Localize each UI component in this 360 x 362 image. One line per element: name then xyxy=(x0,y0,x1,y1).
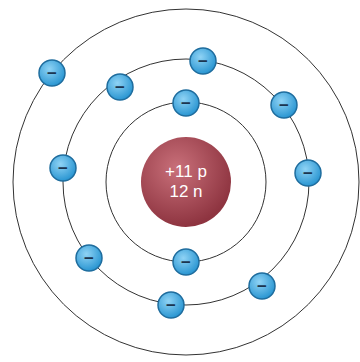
atom-label: − xyxy=(84,250,94,267)
inner-shell xyxy=(106,102,266,262)
atom-label: − xyxy=(115,79,125,96)
nucleus-circle: +11 p12 n xyxy=(141,137,231,227)
shape-fill xyxy=(107,74,133,100)
electron-circle: − xyxy=(248,272,276,300)
shape-fill xyxy=(141,137,231,227)
atom-label: 12 n xyxy=(169,182,202,202)
shape-fill xyxy=(249,273,275,299)
atom-label: − xyxy=(166,297,176,314)
shape-fill xyxy=(50,155,76,181)
outer-shell xyxy=(13,9,359,355)
electron-circle: − xyxy=(294,159,322,187)
atom-label: − xyxy=(47,65,57,82)
shape-fill xyxy=(158,292,184,318)
electron-circle: − xyxy=(157,291,185,319)
shape-fill xyxy=(173,249,199,275)
electron-circle: − xyxy=(270,91,298,119)
electron-circle: − xyxy=(75,244,103,272)
shape-fill xyxy=(39,60,65,86)
shape-fill xyxy=(190,48,216,74)
atom-label: − xyxy=(58,160,68,177)
electron-circle: − xyxy=(49,154,77,182)
shape-fill xyxy=(76,245,102,271)
electron-circle: − xyxy=(172,89,200,117)
electron-circle: − xyxy=(172,248,200,276)
atom-label: − xyxy=(198,53,208,70)
atom-label: − xyxy=(279,97,289,114)
electron-circle: − xyxy=(189,47,217,75)
shape-fill xyxy=(271,92,297,118)
atom-label: +11 p xyxy=(165,162,207,182)
shape-fill xyxy=(295,160,321,186)
shape-fill xyxy=(173,90,199,116)
atom-label: − xyxy=(181,254,191,271)
atom-label: − xyxy=(181,95,191,112)
electron-circle: − xyxy=(38,59,66,87)
atom-label: − xyxy=(303,165,313,182)
middle-shell xyxy=(63,59,309,305)
atom-label: − xyxy=(257,278,267,295)
electron-circle: − xyxy=(106,73,134,101)
